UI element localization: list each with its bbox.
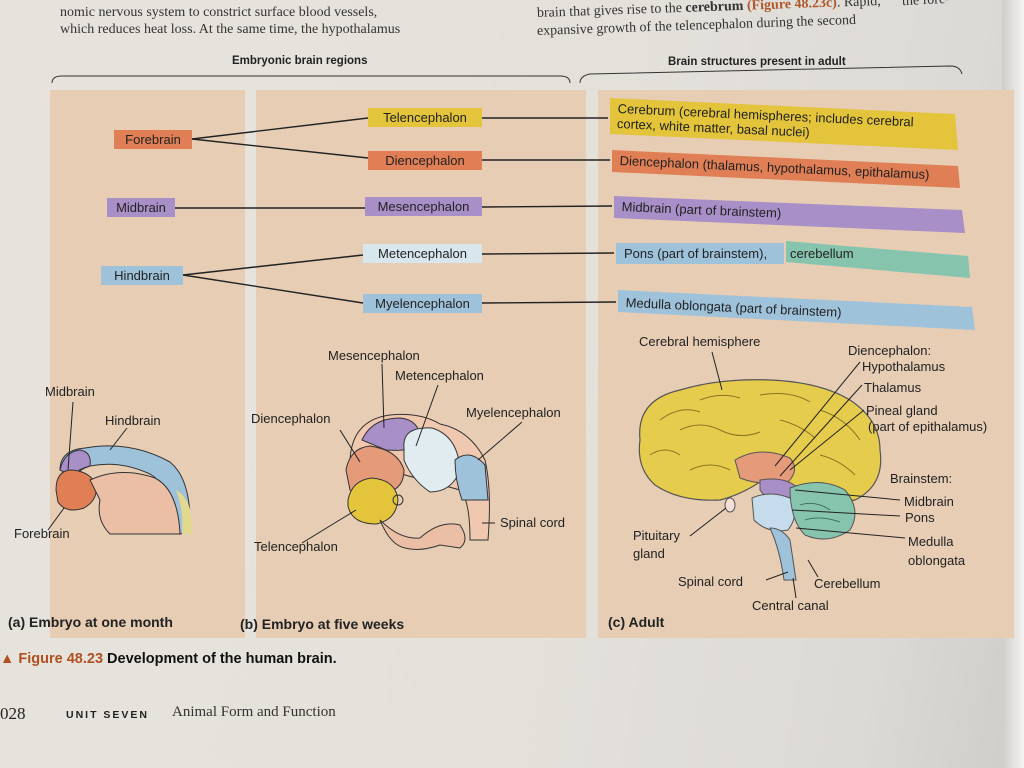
c-label-oblongata: oblongata xyxy=(908,553,966,568)
embryonic-diencephalon: Diencephalon xyxy=(368,151,482,170)
c-label-gland: gland xyxy=(633,546,665,561)
header-embryonic: Embryonic brain regions xyxy=(232,55,368,67)
caption-b: (b) Embryo at five weeks xyxy=(240,616,405,632)
a-label-midbrain: Midbrain xyxy=(45,384,95,399)
c-label-cerebellum: Cerebellum xyxy=(814,576,881,591)
region-hindbrain: Hindbrain xyxy=(101,266,183,285)
c-label-pons: Pons xyxy=(905,510,935,525)
unit-label: UNIT SEVEN xyxy=(66,709,150,721)
body-text-left-line2: which reduces heat loss. At the same tim… xyxy=(60,22,401,37)
b-label-spinal-cord: Spinal cord xyxy=(500,515,566,530)
c-label-brainstem: Brainstem: xyxy=(890,471,953,486)
c-label-spinal-cord: Spinal cord xyxy=(678,574,744,589)
figure-title: Development of the human brain. xyxy=(107,651,337,667)
c-label-thalamus: Thalamus xyxy=(864,380,922,395)
c-label-pituitary: Pituitary xyxy=(633,528,680,543)
header-adult: Brain structures present in adult xyxy=(668,56,846,68)
region-forebrain: Forebrain xyxy=(114,130,192,149)
embryonic-metencephalon: Metencephalon xyxy=(363,244,482,263)
b-label-metencephalon: Metencephalon xyxy=(395,368,484,383)
c-label-central-canal: Central canal xyxy=(752,598,829,613)
a-label-hindbrain: Hindbrain xyxy=(105,413,161,428)
page-number: 028 xyxy=(0,704,26,723)
unit-subtitle: Animal Form and Function xyxy=(172,704,336,720)
figure-caption: ▲ Figure 48.23 Development of the human … xyxy=(0,651,337,667)
adult-pons: Pons (part of brainstem), xyxy=(624,246,768,261)
c-label-cerebral-hemisphere: Cerebral hemisphere xyxy=(639,334,761,349)
b-label-myelencephalon: Myelencephalon xyxy=(466,405,561,420)
embryonic-telencephalon: Telencephalon xyxy=(368,108,482,127)
panel-a-background xyxy=(50,90,245,638)
b-label-diencephalon: Diencephalon xyxy=(251,411,331,426)
c-label-medulla: Medulla xyxy=(908,534,954,549)
c-label-midbrain: Midbrain xyxy=(904,494,954,509)
body-text-left-line1: nomic nervous system to constrict surfac… xyxy=(60,5,378,20)
figure-number: Figure 48.23 xyxy=(18,651,104,667)
region-midbrain: Midbrain xyxy=(107,198,175,217)
c-label-pineal-gland: Pineal gland xyxy=(866,403,938,418)
b-label-mesencephalon: Mesencephalon xyxy=(328,348,420,363)
embryonic-myelencephalon: Myelencephalon xyxy=(363,294,482,313)
c-label-diencephalon: Diencephalon: xyxy=(848,343,932,358)
a-label-forebrain: Forebrain xyxy=(14,526,70,541)
caption-marker-icon: ▲ xyxy=(0,651,15,667)
b-label-telencephalon: Telencephalon xyxy=(254,539,338,554)
c-label-part-of-epithalamus: (part of epithalamus) xyxy=(868,419,988,434)
c-label-hypothalamus: Hypothalamus xyxy=(862,359,946,374)
caption-c: (c) Adult xyxy=(608,614,665,630)
caption-a: (a) Embryo at one month xyxy=(8,614,173,630)
embryonic-mesencephalon: Mesencephalon xyxy=(365,197,482,216)
adult-cerebellum: cerebellum xyxy=(790,246,854,261)
